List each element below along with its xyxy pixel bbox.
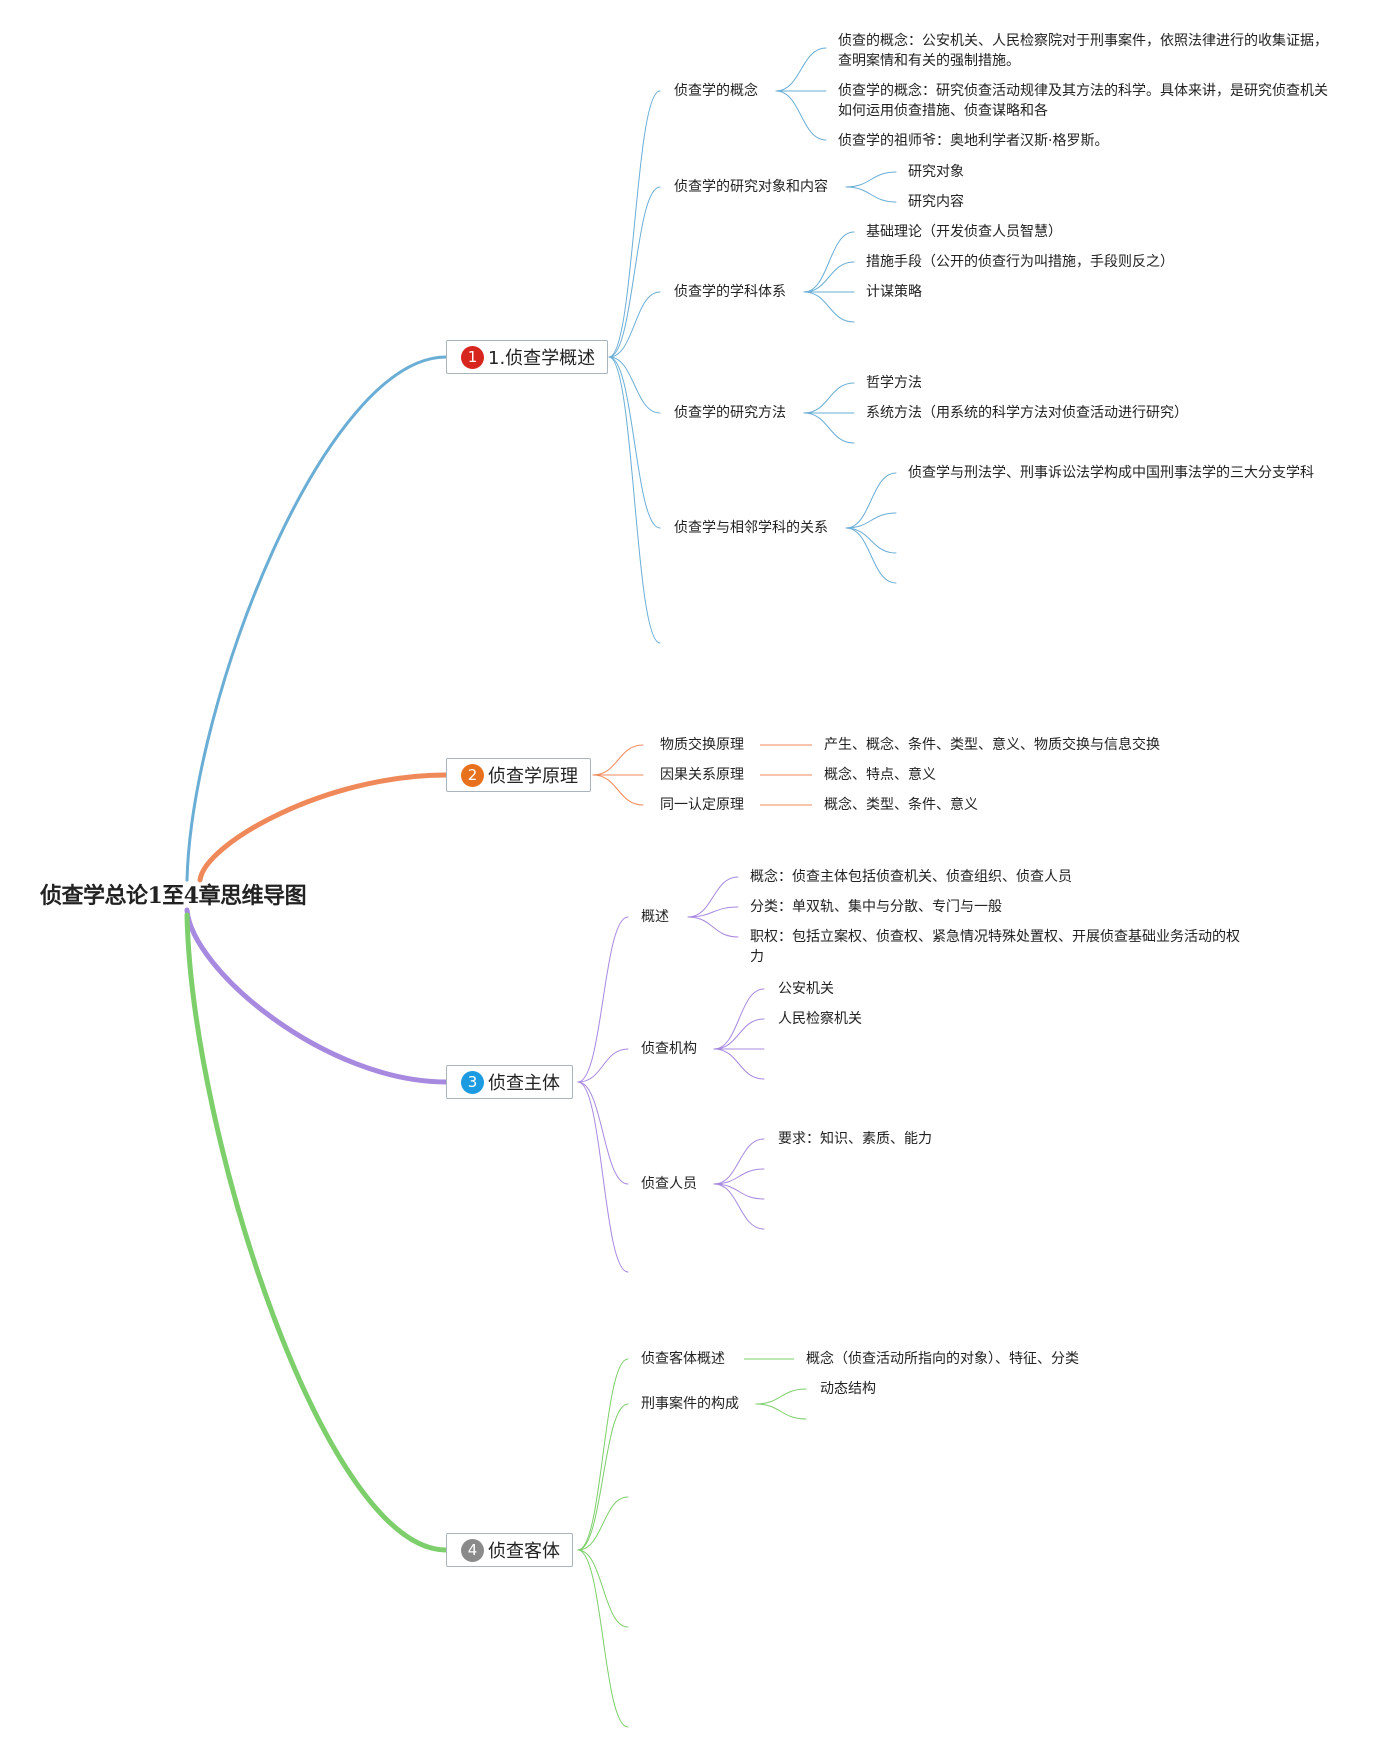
connector-line [592,744,644,776]
connector-line [713,988,765,1050]
topic-research-methods[interactable]: 侦查学的研究方法 [674,405,786,421]
connector-line [713,1048,765,1080]
connector-line [608,90,661,358]
branch-2-principles[interactable]: 2 侦查学原理 [446,758,591,792]
connector-line [803,231,855,293]
topic-personnel[interactable]: 侦查人员 [641,1176,697,1192]
detail-object-concept[interactable]: 概念（侦查活动所指向的对象）、特征、分类 [806,1351,1079,1367]
detail-investigation-concept[interactable]: 侦查的概念：公安机关、人民检察院对于刑事案件，依照法律进行的收集证据，查明案情和… [838,33,1328,69]
connector-line [845,527,897,554]
detail-public-security[interactable]: 公安机关 [778,981,834,997]
connector-line [713,1018,765,1050]
connector-line [577,1358,629,1551]
detail-system-method[interactable]: 系统方法（用系统的科学方法对侦查活动进行研究） [866,405,1188,421]
detail-identity[interactable]: 概念、类型、条件、意义 [824,797,978,813]
connector-line [775,47,827,92]
connector-line [755,1403,807,1420]
branch-label: 侦查主体 [488,1073,560,1094]
detail-strategy[interactable]: 计谋策略 [866,284,922,300]
detail-subject-types[interactable]: 分类：单双轨、集中与分散、专门与一般 [750,899,1002,915]
connector-line [577,1496,629,1551]
connector-line [577,1549,629,1628]
detail-research-content[interactable]: 研究内容 [908,194,964,210]
detail-dynamic-structure[interactable]: 动态结构 [820,1381,876,1397]
connector-line [713,1138,765,1185]
connector-line [775,90,827,141]
branch-1-overview[interactable]: 1 1.侦查学概述 [446,340,609,374]
detail-research-object[interactable]: 研究对象 [908,164,964,180]
branch-connector [184,912,449,1553]
connector-line [592,774,644,806]
topic-research-object[interactable]: 侦查学的研究对象和内容 [674,179,828,195]
detail-basic-theory[interactable]: 基础理论（开发侦查人员智慧） [866,224,1062,240]
detail-causality[interactable]: 概念、特点、意义 [824,767,936,783]
connector-line [577,916,629,1083]
topic-related-disciplines[interactable]: 侦查学与相邻学科的关系 [674,520,828,536]
branch-4-object[interactable]: 4 侦查客体 [446,1533,573,1567]
branch-connector [184,907,449,1085]
connector-line [577,1081,629,1273]
connector-line [608,356,661,644]
connector-line [803,412,855,444]
priority-badge-4: 4 [461,1538,484,1562]
detail-procuratorate[interactable]: 人民检察机关 [778,1011,862,1027]
connector-line [608,356,661,529]
topic-agency[interactable]: 侦查机构 [641,1041,697,1057]
connector-line [577,1549,629,1728]
branch-3-subject[interactable]: 3 侦查主体 [446,1065,573,1099]
branch-connector [197,772,449,883]
connector-line [845,512,897,529]
branch-connector [185,355,448,882]
detail-philosophy-method[interactable]: 哲学方法 [866,375,922,391]
connector-line [845,472,897,529]
topic-case-structure[interactable]: 刑事案件的构成 [641,1396,739,1412]
detail-investigation-science-concept[interactable]: 侦查学的概念：研究侦查活动规律及其方法的科学。具体来讲，是研究侦查机关如何运用侦… [838,83,1328,119]
priority-badge-3: 3 [461,1070,484,1094]
connector-line [687,876,739,918]
priority-badge-1: 1 [461,345,484,369]
connector-line [577,1081,629,1185]
topic-discipline-system[interactable]: 侦查学的学科体系 [674,284,786,300]
connector-line [845,527,897,584]
connector-line [577,1403,629,1551]
branch-label: 侦查学原理 [488,766,578,787]
connector-line [713,1183,765,1200]
topic-concept[interactable]: 侦查学的概念 [674,83,758,99]
connector-line [608,356,661,414]
detail-three-branches[interactable]: 侦查学与刑法学、刑事诉讼法学构成中国刑事法学的三大分支学科 [908,465,1314,481]
branch-label: 1.侦查学概述 [488,348,596,369]
connector-line [713,1183,765,1230]
connector-line [687,906,739,918]
topic-subject-overview[interactable]: 概述 [641,909,669,925]
branch-label: 侦查客体 [488,1541,560,1562]
topic-causality[interactable]: 因果关系原理 [660,767,744,783]
connector-line [755,1388,807,1405]
connector-line [803,382,855,414]
topic-identity[interactable]: 同一认定原理 [660,797,744,813]
detail-material-exchange[interactable]: 产生、概念、条件、类型、意义、物质交换与信息交换 [824,737,1160,753]
detail-measures[interactable]: 措施手段（公开的侦查行为叫措施，手段则反之） [866,254,1174,270]
connector-line [845,186,897,203]
detail-subject-concept[interactable]: 概念：侦查主体包括侦查机关、侦查组织、侦查人员 [750,869,1072,885]
connector-line [713,1168,765,1185]
topic-object-overview[interactable]: 侦查客体概述 [641,1351,725,1367]
detail-founder[interactable]: 侦查学的祖师爷：奥地利学者汉斯·格罗斯。 [838,133,1109,149]
priority-badge-2: 2 [461,763,484,787]
connector-line [803,261,855,293]
connector-line [577,1048,629,1083]
connector-line [845,171,897,188]
connector-line [803,291,855,323]
connector-line [608,291,661,358]
detail-requirements[interactable]: 要求：知识、素质、能力 [778,1131,932,1147]
connector-line [608,186,661,358]
root-topic[interactable]: 侦查学总论1至4章思维导图 [40,883,307,909]
topic-material-exchange[interactable]: 物质交换原理 [660,737,744,753]
connector-line [687,916,739,938]
detail-subject-powers[interactable]: 职权：包括立案权、侦查权、紧急情况特殊处置权、开展侦查基础业务活动的权力 [750,929,1240,965]
